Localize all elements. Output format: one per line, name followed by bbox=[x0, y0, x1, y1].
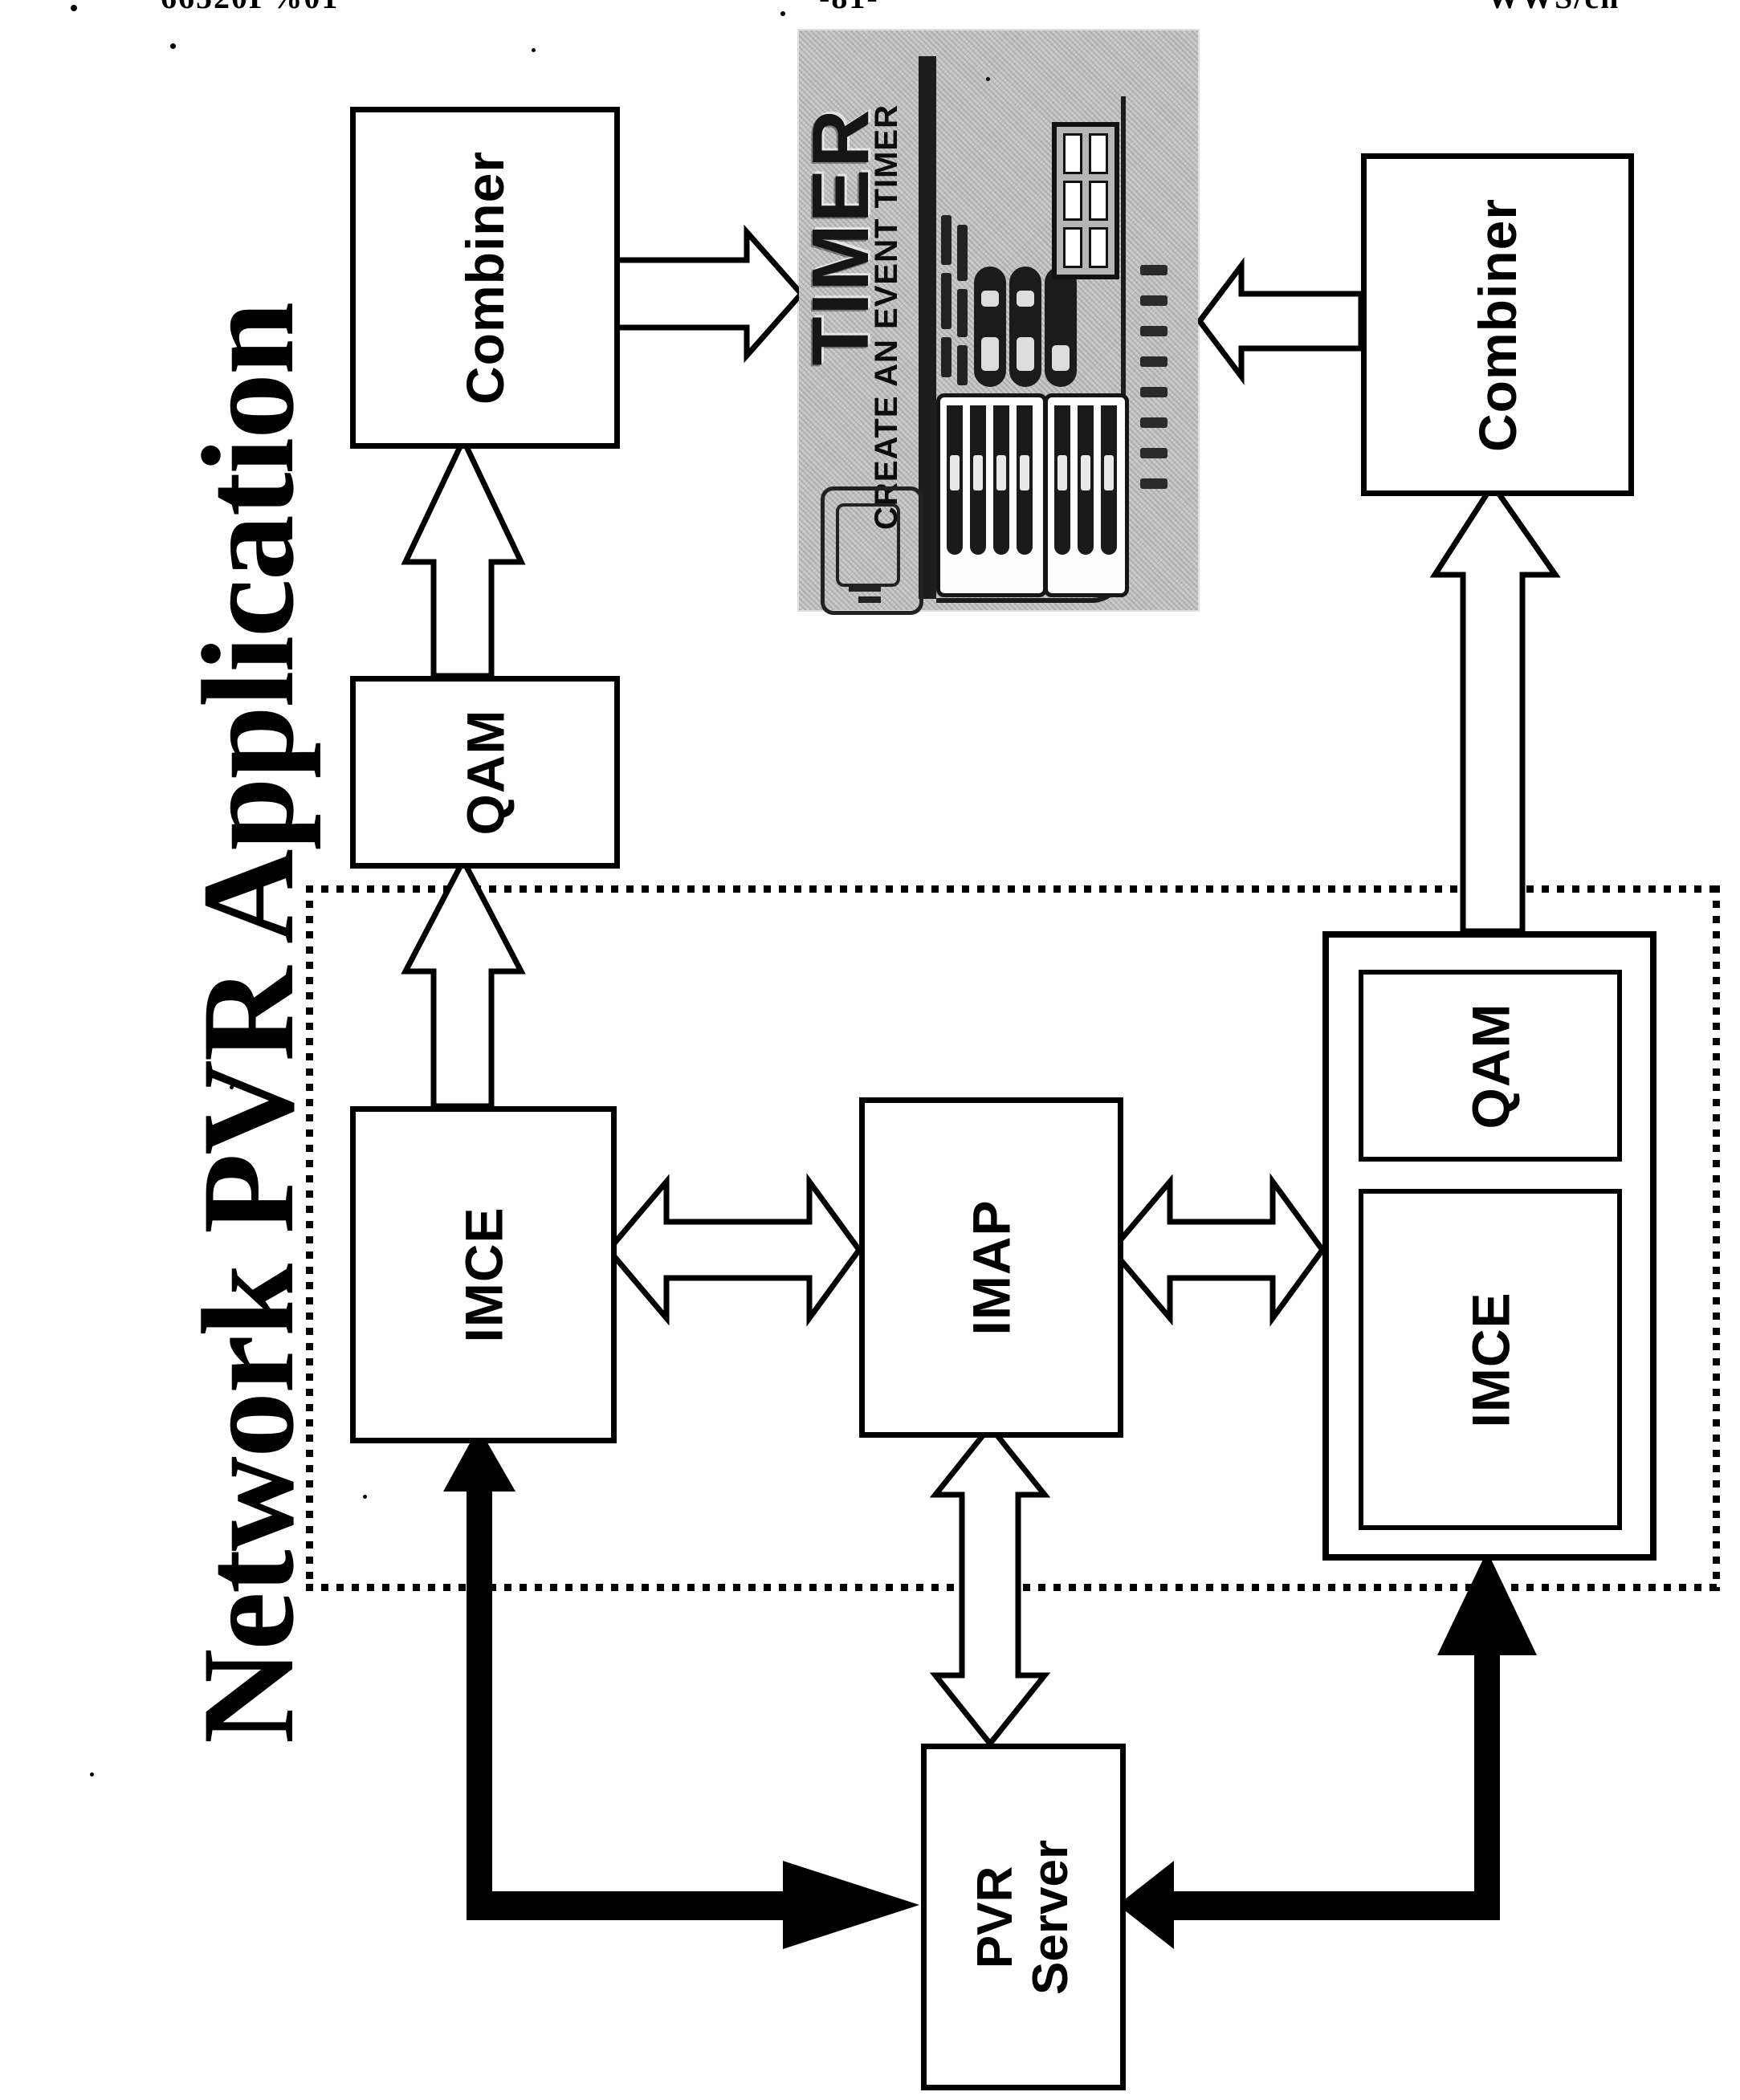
box-imce-left-label: IMCE bbox=[453, 1207, 514, 1343]
arrow-imce-imap-bidirectional-icon bbox=[609, 1182, 859, 1318]
box-imce-right-label: IMCE bbox=[1460, 1292, 1521, 1427]
ink-speck bbox=[363, 1495, 367, 1499]
black-arrowhead-up-group-icon bbox=[1437, 1551, 1537, 1655]
tv-time-pill bbox=[1009, 267, 1041, 387]
tv-menu-dash bbox=[1140, 326, 1167, 336]
ink-speck bbox=[170, 43, 176, 49]
doc-number-text: 66520P%01 bbox=[161, 0, 498, 14]
box-combiner-right-label: Combiner bbox=[1467, 197, 1528, 451]
attorney-code-text: WWS/cn bbox=[1487, 0, 1696, 14]
tv-menu-dash bbox=[1140, 478, 1167, 489]
ink-speck bbox=[986, 77, 990, 81]
ink-speck bbox=[532, 48, 536, 52]
tv-menu-dash bbox=[1140, 356, 1167, 367]
tv-button-panel-right bbox=[1044, 393, 1129, 597]
box-pvr-server: PVR Server bbox=[921, 1744, 1126, 2090]
dotted-boundary-bottom bbox=[306, 1584, 1720, 1591]
tv-time-pill bbox=[1045, 267, 1077, 387]
arrow-combiner-left-to-tv-icon bbox=[609, 232, 801, 356]
box-combiner-left-label: Combiner bbox=[454, 151, 515, 405]
black-arrowhead-right-pvr-icon bbox=[783, 1861, 919, 1949]
page-number-text: -81- bbox=[819, 0, 947, 14]
tv-ui-screenshot: TIMER CREATE AN EVENT TIMER bbox=[799, 31, 1198, 610]
black-arrowhead-left-pvr-icon bbox=[1118, 1861, 1174, 1949]
tv-smalltext-bar bbox=[941, 273, 951, 329]
box-qam-left: QAM bbox=[350, 676, 620, 869]
dotted-boundary-top bbox=[306, 885, 1720, 893]
tv-time-pill bbox=[974, 267, 1006, 387]
black-connector-vertical-right bbox=[1474, 1655, 1500, 1920]
pvr-label-line1: PVR bbox=[968, 1866, 1023, 1968]
dotted-boundary-right bbox=[1713, 885, 1720, 1591]
page-number-header: -81- bbox=[819, 0, 947, 14]
arrow-imce-left-to-qam-icon bbox=[405, 861, 521, 1106]
arrow-combiner-right-to-tv-icon bbox=[1200, 266, 1361, 376]
ink-speck bbox=[780, 11, 785, 16]
box-combiner-left: Combiner bbox=[350, 107, 620, 449]
box-imap: IMAP bbox=[859, 1097, 1123, 1438]
box-qam-right-label: QAM bbox=[1460, 1003, 1521, 1129]
ink-speck bbox=[90, 1772, 94, 1776]
attorney-code-header: WWS/cn bbox=[1487, 0, 1696, 14]
tv-grid-widget bbox=[1052, 122, 1119, 279]
tv-timer-logo-sketch bbox=[821, 486, 923, 615]
tv-menu-dash bbox=[1140, 265, 1167, 275]
tv-smalltext-bar bbox=[957, 225, 968, 281]
pvr-label-line2: Server bbox=[1024, 1839, 1079, 1994]
black-connector-vertical-left bbox=[467, 1487, 492, 1920]
black-connector-horizontal-right bbox=[1174, 1891, 1500, 1920]
tv-heading-text: CREATE AN EVENT TIMER bbox=[868, 92, 905, 542]
black-connector-horizontal-left bbox=[467, 1891, 783, 1920]
tv-button-panel-left bbox=[936, 393, 1047, 597]
dotted-boundary-left bbox=[306, 885, 313, 1591]
tv-menu-dash bbox=[1140, 295, 1167, 306]
tv-smalltext-bar bbox=[957, 345, 968, 385]
tv-smalltext-bar bbox=[941, 215, 951, 265]
box-qam-left-label: QAM bbox=[454, 710, 515, 836]
box-qam-right: QAM bbox=[1359, 970, 1622, 1162]
tv-menu-dash bbox=[1140, 387, 1167, 397]
tv-menu-dash bbox=[1140, 448, 1167, 458]
box-imap-label: IMAP bbox=[961, 1200, 1022, 1336]
tv-smalltext-bar bbox=[941, 337, 951, 377]
figure-title: Network PVR Application bbox=[132, 261, 365, 1786]
box-pvr-server-label: PVR Server bbox=[968, 1839, 1079, 1994]
box-combiner-right: Combiner bbox=[1361, 153, 1634, 496]
tv-smalltext-bar bbox=[957, 289, 968, 337]
arrow-group-to-combiner-right-icon bbox=[1435, 485, 1555, 931]
ink-speck bbox=[71, 5, 77, 11]
ink-speck bbox=[230, 1085, 234, 1089]
arrow-imap-group-bidirectional-icon bbox=[1112, 1182, 1322, 1318]
arrow-qam-left-to-combiner-icon bbox=[405, 440, 521, 676]
tv-menu-dash bbox=[1140, 417, 1167, 428]
box-imce-right: IMCE bbox=[1359, 1189, 1622, 1530]
box-imce-left: IMCE bbox=[350, 1106, 617, 1443]
doc-number-header: 66520P%01 bbox=[161, 0, 498, 14]
